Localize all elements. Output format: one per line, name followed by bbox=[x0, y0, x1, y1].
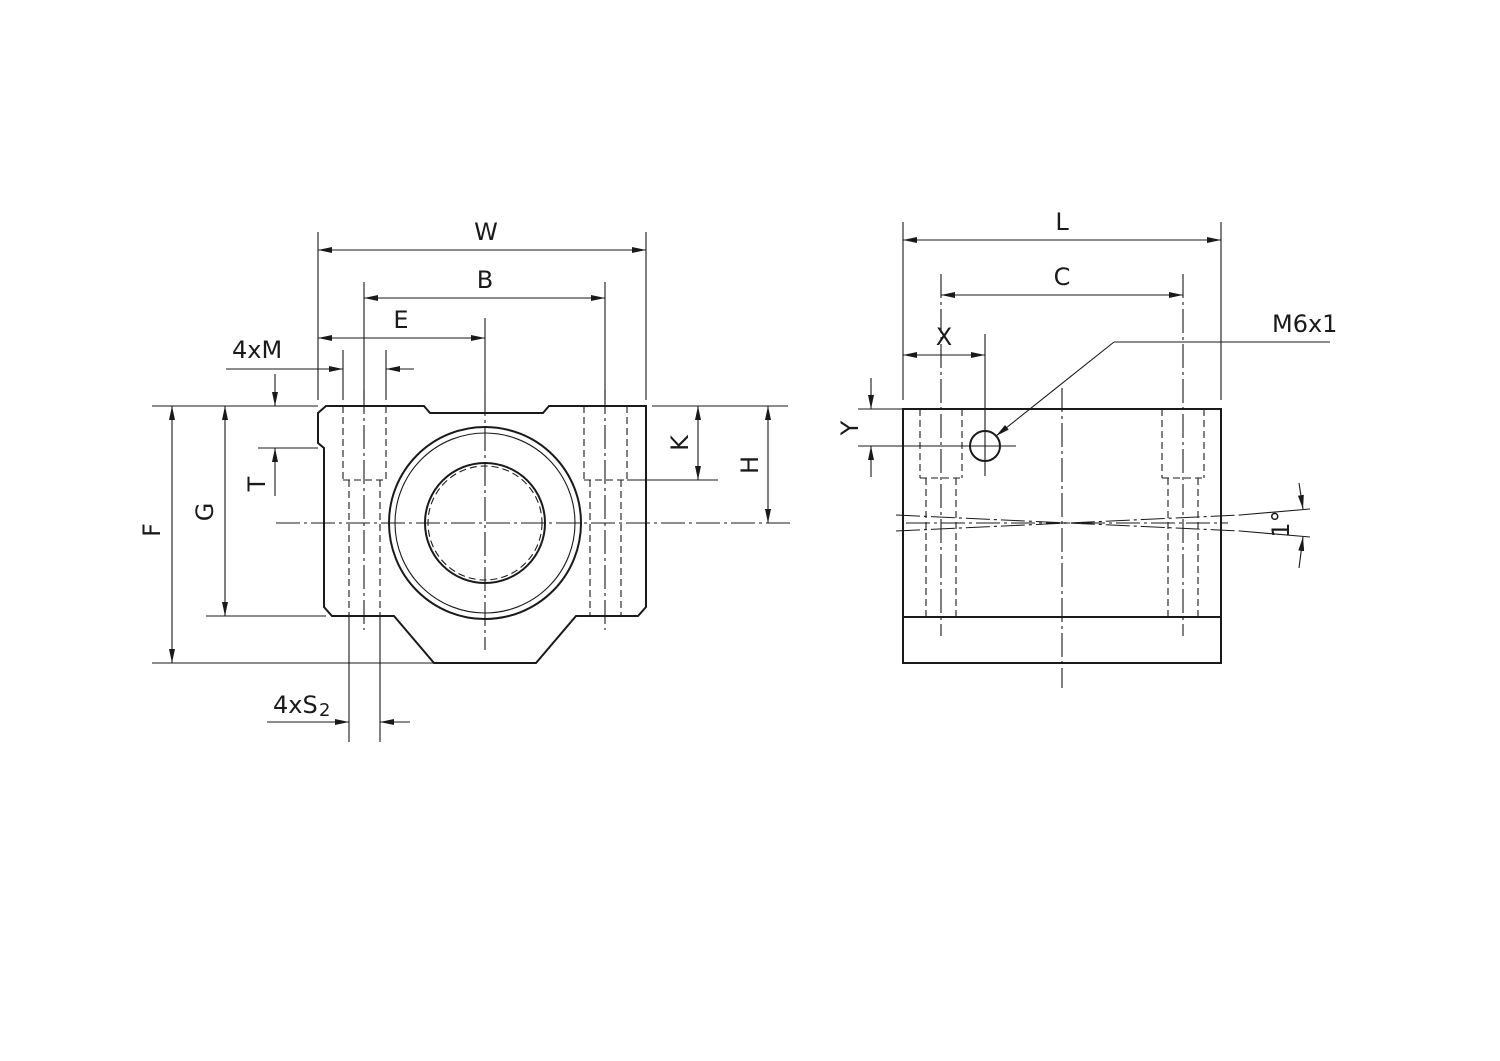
dim-label-c: C bbox=[1054, 263, 1071, 291]
tilt-line-upper bbox=[895, 514, 1241, 532]
dim-label-y: Y bbox=[836, 420, 864, 436]
angle-arrow-top bbox=[1297, 482, 1304, 510]
angle-arrow-bottom bbox=[1298, 536, 1305, 569]
dim-label-b: B bbox=[477, 266, 493, 294]
housing-outline bbox=[317, 405, 647, 664]
side-view: L C X Y M6x1 1° bbox=[836, 208, 1337, 688]
dim-label-h: H bbox=[736, 456, 764, 474]
dim-label-w: W bbox=[474, 218, 498, 246]
front-view: W B E 4xM T F G K H 4xS 2 bbox=[138, 218, 790, 742]
side-hole-right bbox=[1161, 274, 1205, 636]
tilt-line-lower bbox=[895, 514, 1241, 532]
dim-label-f: F bbox=[138, 523, 166, 537]
angle-label: 1° bbox=[1267, 510, 1295, 537]
dim-label-e: E bbox=[393, 306, 408, 334]
side-hole-left bbox=[919, 274, 963, 636]
counterbore-left bbox=[342, 390, 387, 630]
dim-label-k: K bbox=[666, 434, 694, 451]
callout-thread-label: M6x1 bbox=[1272, 310, 1337, 338]
dim-label-m: 4xM bbox=[232, 336, 282, 364]
dim-label-s: 4xS bbox=[273, 691, 318, 719]
dim-label-t: T bbox=[243, 476, 271, 492]
callout-leader-arrow bbox=[995, 341, 1115, 437]
dim-label-g: G bbox=[191, 503, 219, 522]
counterbore-right bbox=[583, 390, 628, 630]
dim-label-l: L bbox=[1055, 208, 1069, 236]
dim-label-s-subscript: 2 bbox=[319, 700, 330, 721]
dim-label-x: X bbox=[936, 323, 952, 351]
